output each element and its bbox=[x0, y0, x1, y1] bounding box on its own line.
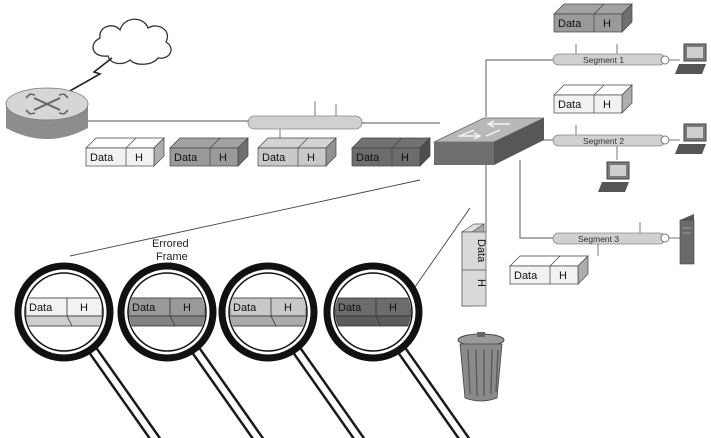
segment-3-cable: Segment 3 bbox=[552, 232, 666, 245]
magnifier-packet-header-label: H bbox=[389, 302, 397, 314]
main-cable bbox=[247, 115, 363, 130]
packet-main-3: Data H bbox=[257, 137, 337, 167]
errored-frame-label-line2: Frame bbox=[156, 251, 188, 263]
packet-data-label: Data bbox=[558, 99, 582, 111]
packet-header-label: H bbox=[603, 18, 611, 30]
magnifier-4: Data H bbox=[323, 262, 471, 438]
segment-2-label: Segment 2 bbox=[583, 136, 624, 146]
magnifier-packet-data-label: Data bbox=[233, 302, 257, 314]
packet-data-label: Data bbox=[174, 152, 198, 164]
packet-header-label: H bbox=[307, 152, 315, 164]
pc-icon bbox=[675, 43, 707, 74]
vertical-packet-data-label: Data bbox=[475, 239, 487, 263]
segment-2-cable: Segment 2 bbox=[552, 134, 666, 147]
magnifier-3: Data H bbox=[218, 262, 366, 438]
router-icon bbox=[5, 87, 89, 139]
packet-header-label: H bbox=[135, 152, 143, 164]
cloud-icon bbox=[92, 18, 172, 65]
packet-segment-1: Data H bbox=[553, 3, 633, 33]
packet-data-label: Data bbox=[90, 152, 114, 164]
magnifier-2-errored: Data H bbox=[117, 262, 265, 438]
packet-main-1: Data H bbox=[85, 137, 165, 167]
magnifier-packet-data-label: Data bbox=[29, 302, 53, 314]
segment-1-label: Segment 1 bbox=[583, 55, 624, 65]
lightning-link-icon bbox=[67, 57, 113, 93]
pc-icon bbox=[675, 123, 707, 154]
magnifier-packet-header-label: H bbox=[284, 302, 292, 314]
packet-segment-2: Data H bbox=[553, 84, 633, 114]
trash-can-icon bbox=[457, 332, 505, 402]
segment-3-label: Segment 3 bbox=[578, 234, 619, 244]
errored-frame-label-line1: Errored bbox=[152, 238, 189, 250]
segment-1-cable: Segment 1 bbox=[552, 53, 666, 66]
packet-header-label: H bbox=[559, 270, 567, 282]
pc-icon bbox=[598, 161, 630, 192]
packet-data-label: Data bbox=[558, 18, 582, 30]
magnifier-group: Data H Data H Data H Data H bbox=[14, 262, 471, 438]
magnifier-1: Data H bbox=[14, 262, 162, 438]
magnifier-packet-header-label: H bbox=[183, 302, 191, 314]
packet-main-4: Data H bbox=[351, 137, 431, 167]
packet-segment-3: Data H bbox=[509, 255, 589, 285]
packet-data-label: Data bbox=[356, 152, 380, 164]
server-icon bbox=[679, 214, 695, 265]
magnifier-packet-data-label: Data bbox=[338, 302, 362, 314]
packet-data-label: Data bbox=[262, 152, 286, 164]
switch-icon bbox=[433, 117, 545, 165]
packet-data-label: Data bbox=[514, 270, 538, 282]
magnifier-packet-data-label: Data bbox=[132, 302, 156, 314]
packet-header-label: H bbox=[219, 152, 227, 164]
packet-header-label: H bbox=[603, 99, 611, 111]
magnifier-packet-header-label: H bbox=[80, 302, 88, 314]
vertical-packet-header-label: H bbox=[475, 279, 487, 287]
packet-main-2-errored: Data H bbox=[169, 137, 249, 167]
vertical-packet: Data H bbox=[460, 223, 487, 307]
packet-header-label: H bbox=[401, 152, 409, 164]
